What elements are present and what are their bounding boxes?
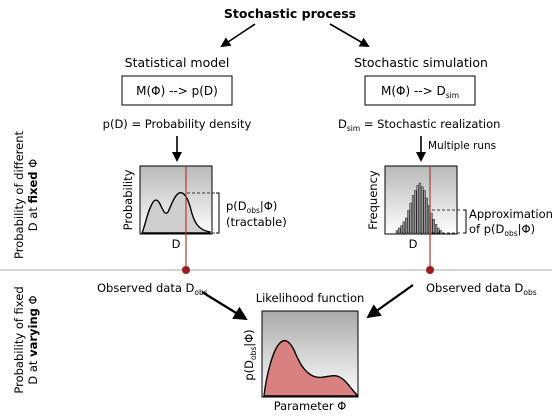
histogram-bar xyxy=(416,185,419,234)
observed-data-label-right: Observed data Dobs xyxy=(426,281,537,297)
histogram-bar xyxy=(432,219,435,234)
multiple-runs-label: Multiple runs xyxy=(428,140,496,152)
density-curve xyxy=(140,191,211,234)
density-annotation-label: p(Dobs|Φ) xyxy=(226,199,277,215)
histogram-bar xyxy=(423,190,426,234)
arrow-to-stochastic-simulation xyxy=(329,23,370,48)
histogram-bar xyxy=(439,230,442,234)
approximation-of-label: of p(Dobs|Φ) xyxy=(469,222,535,238)
histogram-bar xyxy=(402,221,405,234)
histogram-bar xyxy=(407,210,410,234)
histogram-ylabel: Frequency xyxy=(366,170,380,230)
arrow-to-statistical-model xyxy=(220,23,256,48)
histogram-plot xyxy=(384,165,458,235)
histogram-bar xyxy=(418,182,422,234)
probability-density-caption: p(D) = Probability density xyxy=(103,117,252,131)
histogram-bar xyxy=(405,217,408,234)
density-annotation-brace xyxy=(216,192,220,234)
stochastic-realization-caption: Dsim = Stochastic realization xyxy=(338,117,500,133)
histogram-bar xyxy=(400,225,403,234)
side-label-bottom-line1: Probability of fixed xyxy=(12,286,26,393)
arrow-left-to-likelihood xyxy=(201,291,248,321)
statistical-model-heading: Statistical model xyxy=(125,55,230,70)
arrow-right-to-likelihood xyxy=(366,284,414,319)
observed-dot-left xyxy=(182,266,190,274)
density-tractable-label: (tractable) xyxy=(226,215,287,229)
histogram-bar xyxy=(425,197,428,234)
side-label-bottom-line2: D at varying Φ xyxy=(26,295,40,384)
histogram-annotation-brace xyxy=(463,209,467,234)
likelihood-curve xyxy=(263,339,358,397)
stochastic-simulation-box xyxy=(364,75,476,106)
histogram-bar xyxy=(411,195,415,234)
approximation-label: Approximation xyxy=(469,207,552,221)
histogram-bar xyxy=(430,212,433,234)
histogram-bar xyxy=(409,202,412,234)
observed-dot-right xyxy=(426,266,434,274)
side-label-top-line2: D at fixed Φ xyxy=(26,159,40,231)
statistical-model-box xyxy=(121,75,233,106)
histogram-bar xyxy=(414,190,417,234)
histogram-bars xyxy=(395,182,442,234)
histogram-bar xyxy=(398,227,401,234)
side-label-top-line1: Probability of different xyxy=(12,130,26,259)
stochastic-simulation-formula: M(Φ) --> Dsim xyxy=(381,84,459,100)
diagram-title: Stochastic process xyxy=(224,6,356,21)
density-xlabel: D xyxy=(172,237,181,251)
stochastic-simulation-heading: Stochastic simulation xyxy=(354,55,488,70)
statistical-model-formula: M(Φ) --> p(D) xyxy=(136,84,218,98)
histogram-bar xyxy=(395,230,399,234)
likelihood-ylabel: p(Dobs|Φ) xyxy=(242,329,258,380)
likelihood-plot xyxy=(261,310,359,398)
likelihood-xlabel: Parameter Φ xyxy=(274,399,347,413)
density-ylabel: Probability xyxy=(121,169,135,230)
histogram-xlabel: D xyxy=(409,237,418,251)
observed-data-label-left: Observed data Dobs xyxy=(97,281,208,297)
density-plot xyxy=(139,165,213,235)
likelihood-title: Likelihood function xyxy=(256,291,365,305)
histogram-bar xyxy=(437,227,440,234)
histogram-bar xyxy=(434,224,438,234)
histogram-bar xyxy=(421,186,424,234)
